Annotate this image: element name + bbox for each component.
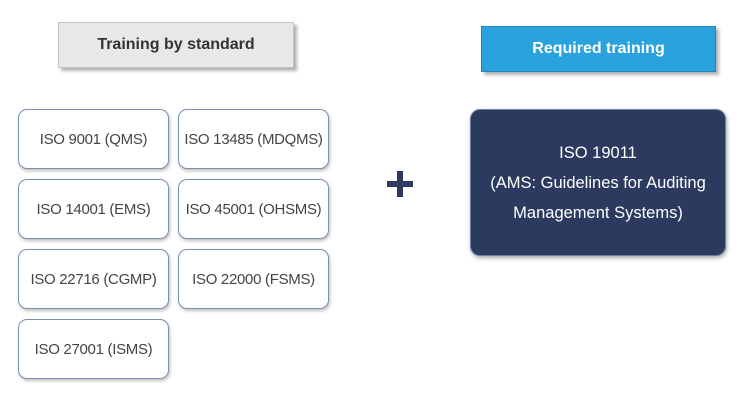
standard-box-iso-45001: ISO 45001 (OHSMS) bbox=[178, 179, 329, 239]
standard-box-iso-13485: ISO 13485 (MDQMS) bbox=[178, 109, 329, 169]
plus-icon-vertical-bar bbox=[397, 171, 403, 197]
standard-box-iso-22000: ISO 22000 (FSMS) bbox=[178, 249, 329, 309]
required-training-line-1: ISO 19011 bbox=[559, 143, 637, 162]
standard-box-iso-14001: ISO 14001 (EMS) bbox=[18, 179, 169, 239]
required-training-header: Required training bbox=[481, 26, 716, 72]
standard-box-iso-27001: ISO 27001 (ISMS) bbox=[18, 319, 169, 379]
required-training-box: ISO 19011 (AMS: Guidelines for Auditing … bbox=[470, 109, 726, 256]
required-training-line-2: (AMS: Guidelines for Auditing bbox=[490, 173, 706, 192]
standard-box-iso-22716: ISO 22716 (CGMP) bbox=[18, 249, 169, 309]
training-by-standard-header: Training by standard bbox=[58, 22, 294, 68]
standard-box-iso-9001: ISO 9001 (QMS) bbox=[18, 109, 169, 169]
required-training-line-3: Management Systems) bbox=[513, 203, 683, 222]
plus-icon bbox=[384, 168, 416, 200]
